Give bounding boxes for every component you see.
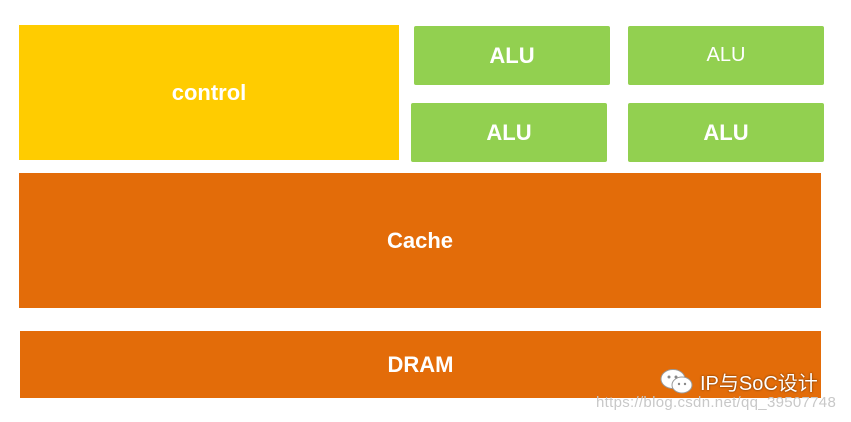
url-watermark: https://blog.csdn.net/qq_39507748 <box>596 394 837 411</box>
alu-label: ALU <box>489 42 535 68</box>
alu-block-bottom-right: ALU <box>628 103 824 162</box>
brand-text: IP与SoC设计 <box>700 373 818 395</box>
dram-label: DRAM <box>387 351 454 377</box>
wechat-icon <box>660 368 694 396</box>
brand-watermark: IP与SoC设计 <box>660 367 818 396</box>
alu-block-top-right: ALU <box>628 26 824 85</box>
alu-label: ALU <box>703 119 749 145</box>
cache-label: Cache <box>386 227 454 253</box>
dram-block: DRAM <box>20 331 821 398</box>
alu-label: ALU <box>706 44 746 66</box>
alu-block-top-left: ALU <box>414 26 610 85</box>
cache-block: Cache <box>19 173 821 308</box>
alu-label: ALU <box>486 119 532 145</box>
alu-block-bottom-left: ALU <box>411 103 607 162</box>
control-block: control <box>19 25 399 160</box>
control-label: control <box>171 79 247 105</box>
